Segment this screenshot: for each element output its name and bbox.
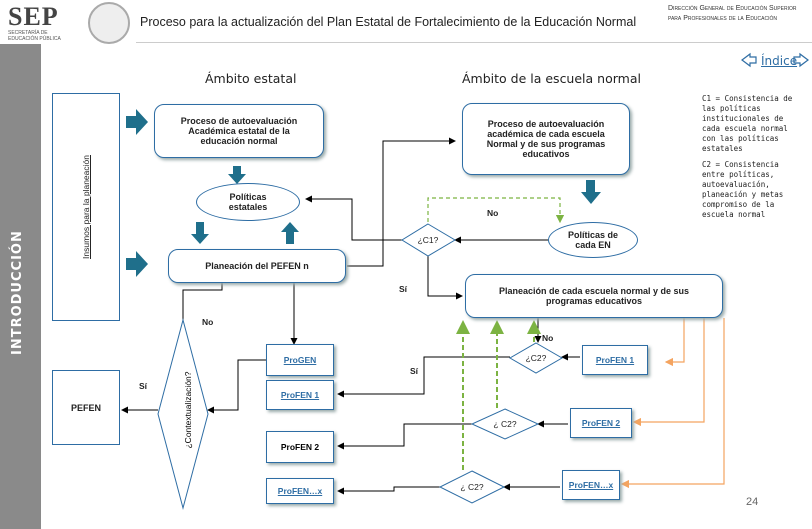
profenx-left-link[interactable]: ProFEN…x (277, 486, 323, 496)
prev-arrow-icon (741, 52, 757, 68)
profenx-right-doc[interactable]: ProFEN…x (562, 470, 620, 500)
school-policies-label: Políticas de cada EN (567, 230, 619, 250)
profen2-right-doc[interactable]: ProFEN 2 (570, 408, 632, 438)
department-name: Dirección General de Educación Superior … (668, 5, 797, 22)
profen1-right-doc[interactable]: ProFEN 1 (582, 345, 648, 375)
sidebar (0, 44, 41, 529)
school-process-box: Proceso de autoevaluación académica de c… (462, 103, 630, 175)
note-c1: C1 = Consistencia de las políticas insti… (702, 94, 793, 153)
yes-label: Sí (399, 284, 408, 294)
down-arrow-icon (581, 180, 601, 204)
no-label: No (487, 208, 499, 218)
page-number: 24 (746, 496, 759, 508)
c2-label-3: ¿ C2? (460, 482, 484, 492)
c2-label-2: ¿ C2? (493, 419, 517, 429)
planning-pefen-label: Planeación del PEFEN n (205, 261, 309, 271)
c2-decision-shape-1 (508, 342, 564, 374)
sep-logo-subtitle: SECRETARÍA DE EDUCACIÓN PÚBLICA (8, 30, 61, 42)
profen2-right-link[interactable]: ProFEN 2 (581, 418, 621, 428)
profen1-right-link[interactable]: ProFEN 1 (595, 355, 635, 365)
contextualization-label: ¿Contextualización? (183, 371, 193, 449)
profenx-left-doc[interactable]: ProFEN…x (266, 478, 334, 504)
down-arrow-icon (191, 222, 209, 244)
c2-label-1: ¿C2? (525, 353, 547, 363)
yes-label: Sí (410, 366, 419, 376)
profen1-left-link[interactable]: ProFEN 1 (280, 390, 320, 400)
note-c2: C2 = Consistencia entre políticas, autoe… (702, 160, 784, 219)
c1-label: ¿C1? (417, 235, 439, 245)
planning-pefen-box: Planeación del PEFEN n (168, 249, 346, 283)
c2-decision-shape-2 (470, 408, 540, 440)
up-arrow-icon (281, 222, 299, 244)
school-planning-box: Planeación de cada escuela normal y de s… (465, 274, 723, 318)
school-process-label: Proceso de autoevaluación académica de c… (486, 119, 606, 159)
no-label: No (202, 317, 214, 327)
pefen-box: PEFEN (52, 370, 120, 445)
insumos-label: Insumos para la planeación (81, 155, 91, 259)
no-label: No (542, 333, 554, 343)
state-process-label: Proceso de autoevaluación Académica esta… (180, 116, 298, 146)
national-seal-icon (88, 2, 130, 44)
school-planning-label: Planeación de cada escuela normal y de s… (498, 286, 690, 306)
contextualization-decision-shape (157, 318, 209, 510)
c2-decision-shape-3 (438, 470, 506, 504)
header (0, 0, 812, 44)
state-policies-ellipse: Políticas estatales (196, 183, 300, 221)
input-arrow-icon (126, 251, 148, 277)
sep-logo: SEP (8, 2, 59, 31)
progen-link[interactable]: ProGEN (283, 355, 317, 365)
section-title-state: Ámbito estatal (205, 71, 297, 86)
section-title-school: Ámbito de la escuela normal (462, 71, 641, 86)
down-arrow-icon (228, 166, 246, 184)
index-link[interactable]: Índice (761, 54, 798, 68)
profen2-left-label: ProFEN 2 (280, 442, 320, 452)
header-divider (136, 42, 812, 43)
profen2-left-doc: ProFEN 2 (266, 431, 334, 463)
insumos-box: Insumos para la planeación (52, 93, 120, 321)
next-arrow-icon (793, 52, 809, 68)
profen1-left-doc[interactable]: ProFEN 1 (266, 380, 334, 410)
state-process-box: Proceso de autoevaluación Académica esta… (154, 104, 324, 158)
pefen-label: PEFEN (70, 402, 101, 413)
profenx-right-link[interactable]: ProFEN…x (568, 480, 614, 490)
progen-doc[interactable]: ProGEN (266, 344, 334, 376)
school-policies-ellipse: Políticas de cada EN (548, 222, 638, 258)
c1-decision-shape (401, 223, 456, 257)
yes-label: Sí (139, 381, 148, 391)
page-title: Proceso para la actualización del Plan E… (140, 15, 637, 29)
state-policies-label: Políticas estatales (228, 192, 268, 212)
input-arrow-icon (126, 109, 148, 135)
